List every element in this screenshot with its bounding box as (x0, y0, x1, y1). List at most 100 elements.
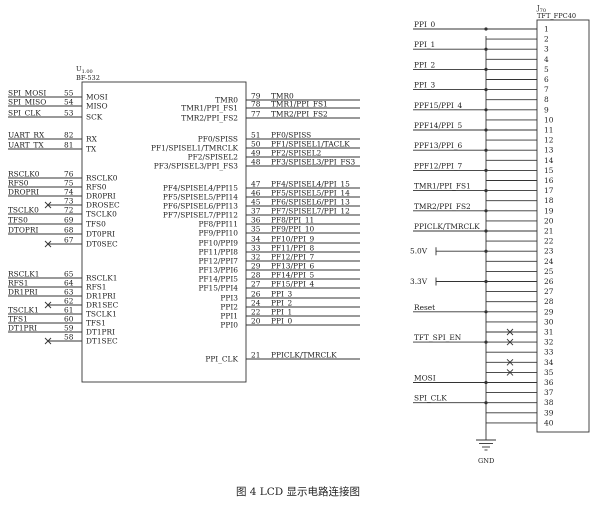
connector-pin-40: 40 (486, 418, 554, 427)
net-label: PF4/SPISEL4/PPI_15 (271, 180, 350, 189)
net-label: TFT_SPI_EN (414, 333, 462, 342)
power-label: 5.0V (410, 247, 428, 256)
connector-pin-number: 32 (544, 338, 553, 347)
ic-pin-number: 34 (251, 235, 261, 244)
ic-pin-name: PF2/SPISEL2 (188, 153, 238, 162)
ic-pin-number: 62 (64, 297, 73, 306)
connector-pin-5: 5 (486, 65, 549, 74)
ic-pin-name: DR1PRI (86, 292, 116, 301)
net-label: PPI_2 (414, 60, 435, 69)
connector-pin-number: 20 (544, 216, 554, 225)
ic-pin-name: TMR1/PPI_FS1 (181, 104, 238, 113)
connector-pin-22: 22 (486, 237, 553, 246)
connector-pin-21: 21 (486, 227, 553, 236)
net-label: PPF12/PPI_7 (414, 161, 463, 170)
connector-pin-36: 36 (486, 378, 554, 387)
connector-nets: PPI_0PPI_1PPI_2PPI_3PPF15/PPI_4PPF14/PPI… (410, 20, 514, 405)
ic-pin-name: PF1/SPISEL1/TMRCLK (151, 144, 238, 153)
ic-pin-number: 45 (251, 198, 261, 207)
connector-pin-39: 39 (486, 408, 554, 417)
ic-pin-name: MOSI (86, 93, 108, 102)
connector-pin-number: 21 (544, 227, 553, 236)
connector-pin-number: 8 (544, 95, 549, 104)
connector-pin-number: 2 (544, 35, 549, 44)
net-label: PPICLK/TMRCLK (414, 222, 480, 231)
connector-tft-fpc40: J70 TFT_FPC40 12345678910111213141516171… (410, 4, 590, 465)
net-label: PPF14/PPI_5 (414, 121, 463, 130)
connector-pin-16: 16 (486, 176, 554, 185)
net-label: MOSI (414, 374, 436, 383)
figure-caption: 图 4 LCD 显示电路连接图 (236, 485, 360, 498)
connector-net-38: SPI_CLK (413, 394, 488, 405)
ic-pin-number: 55 (64, 89, 74, 98)
connector-net-29: Reset (413, 303, 488, 314)
connector-pin-19: 19 (486, 206, 554, 215)
ic-pin-number: 58 (64, 333, 74, 342)
ic-pin-name: RSCLK0 (86, 174, 118, 183)
ic-pin-number: 28 (251, 271, 261, 280)
no-connect-mark (506, 338, 514, 346)
ic-pin-name: TSCLK0 (86, 210, 117, 219)
ic-pin-number: 81 (64, 141, 73, 150)
ic-pin-name: DR1SEC (86, 301, 119, 310)
ic-pin-number: 65 (64, 270, 74, 279)
net-label: PF9/PPI_10 (271, 225, 315, 234)
connector-pin-27: 27 (486, 287, 554, 296)
connector-pin-38: 38 (486, 398, 554, 407)
net-label: PPF15/PPI_4 (414, 101, 463, 110)
net-label: SPI_CLK (8, 109, 41, 118)
net-label: PF11/PPI_8 (271, 244, 315, 253)
net-label: RSCLK1 (8, 270, 39, 279)
net-label: PF3/SPISEL3/PPI_FS3 (271, 158, 356, 167)
connector-pin-30: 30 (486, 317, 554, 326)
ic-body (81, 81, 247, 383)
ic-pin-number: 50 (251, 140, 261, 149)
connector-pin-18: 18 (486, 196, 554, 205)
connector-pin-10: 10 (486, 115, 554, 124)
connector-pin-number: 22 (544, 237, 553, 246)
net-label: PF14/PPI_5 (271, 271, 315, 280)
connector-pin-number: 15 (544, 166, 554, 175)
ic-pin-number: 33 (251, 244, 261, 253)
connector-pin-number: 27 (544, 287, 554, 296)
connector-pin-number: 31 (544, 328, 553, 337)
net-label: SPI_CLK (414, 394, 447, 403)
net-label: DR1PRI (8, 288, 38, 297)
connector-pin-37: 37 (486, 388, 554, 397)
ic-pin-number: 76 (64, 170, 74, 179)
connector-net-7: PPI_3 (413, 81, 488, 92)
ic-pin-name: PF0/SPISS (198, 135, 238, 144)
connector-pin-number: 5 (544, 65, 549, 74)
no-connect-mark (44, 337, 52, 345)
ic-pin-number: 75 (64, 179, 74, 188)
ic-pin-number: 22 (251, 308, 260, 317)
ic-pin-number: 21 (251, 351, 260, 360)
ic-pin-name: TMR0 (215, 96, 238, 105)
net-label: PF13/PPI_6 (271, 262, 315, 271)
ic-pin-number: 77 (251, 110, 261, 119)
ic-pin-number: 53 (64, 109, 74, 118)
ic-pin-name: MISO (86, 102, 108, 111)
power-label: 3.3V (410, 277, 428, 286)
ic-pin-name: PPI1 (220, 312, 238, 321)
connector-net-3: PPI_1 (413, 40, 488, 51)
connector-net-36: MOSI (413, 374, 488, 385)
ic-pin-name: TSCLK1 (86, 310, 117, 319)
net-label: PF6/SPISEL6/PPI_13 (271, 198, 350, 207)
ic-pin-number: 64 (64, 279, 74, 288)
net-label: TSCLK0 (8, 206, 39, 215)
ic-pin-name: DR0PRI (86, 192, 116, 201)
connector-pin-number: 23 (544, 247, 554, 256)
connector-net-19: TMR2/PPI_FS2 (413, 202, 488, 213)
connector-pin-28: 28 (486, 297, 554, 306)
connector-net-26: 3.3V (410, 277, 488, 286)
net-label: RFS1 (8, 279, 28, 288)
